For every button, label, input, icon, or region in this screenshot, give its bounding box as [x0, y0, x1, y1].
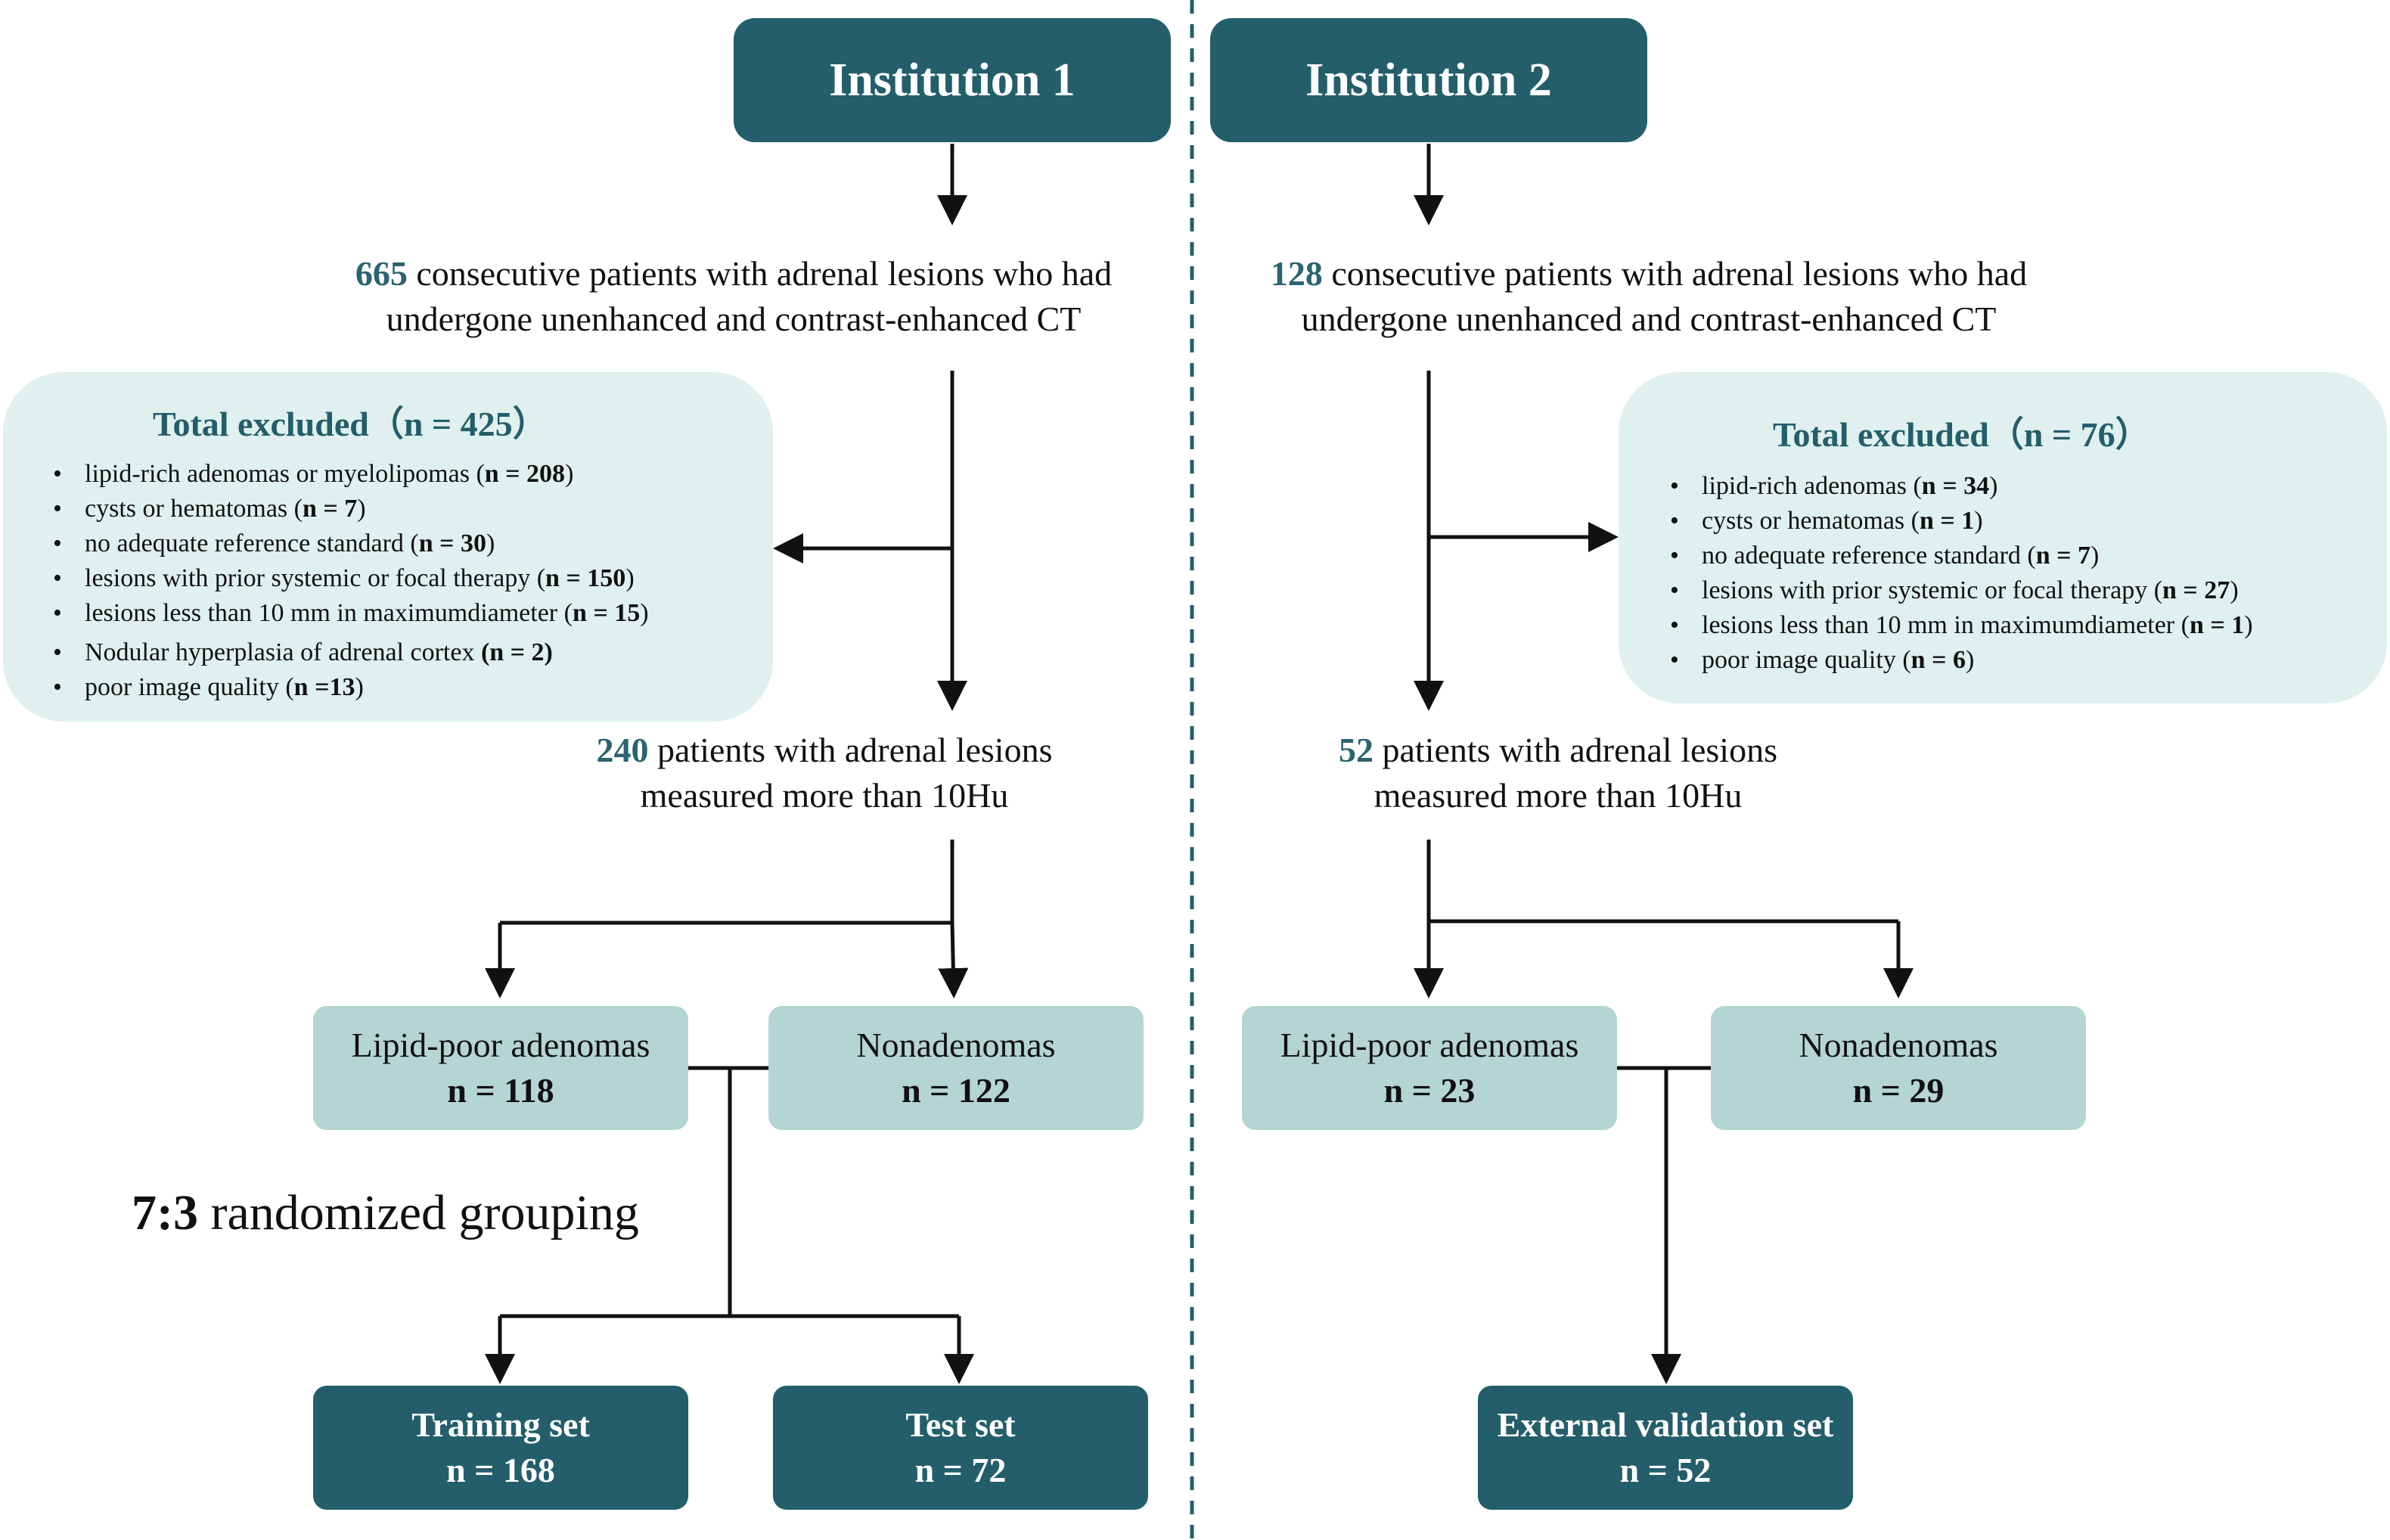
institution-2-nonadenomas-box: Nonadenomas n = 29	[1711, 1006, 2086, 1130]
training-set-n: n = 168	[446, 1451, 555, 1489]
grouping-ratio: 7:3	[132, 1185, 198, 1240]
excluded-item: no adequate reference standard (n = 7)	[1664, 539, 2253, 573]
institution-1-measured-line1: patients with adrenal lesions	[648, 731, 1053, 769]
institution-2-excluded-title: Total excluded（n = 76）	[1773, 415, 2150, 454]
training-set-label: Training set	[411, 1405, 590, 1444]
excluded-item: no adequate reference standard (n = 30)	[47, 526, 649, 561]
test-set-box: Test set n = 72	[773, 1386, 1148, 1510]
institution-1-measured-line2: measured more than 10Hu	[640, 776, 1009, 815]
external-validation-set-label: External validation set	[1497, 1405, 1834, 1444]
institution-2-consecutive-text: 128 consecutive patients with adrenal le…	[1203, 251, 2095, 342]
institution-1-nonadenomas-label: Nonadenomas	[856, 1026, 1056, 1064]
excluded-item: lesions less than 10 mm in maximumdiamet…	[47, 596, 649, 631]
excluded-item: cysts or hematomas (n = 7)	[47, 492, 649, 526]
institution-1-measured-text: 240 patients with adrenal lesions measur…	[424, 728, 1225, 818]
institution-2-measured-line1: patients with adrenal lesions	[1373, 731, 1778, 769]
training-set-box: Training set n = 168	[313, 1386, 688, 1510]
institution-1-nonadenomas-n: n = 122	[902, 1071, 1010, 1110]
institution-2-consecutive-count: 128	[1270, 254, 1323, 293]
institution-1-lipid-poor-n: n = 118	[447, 1071, 554, 1110]
test-set-n: n = 72	[914, 1451, 1007, 1489]
institution-2-lipid-poor-label: Lipid-poor adenomas	[1280, 1026, 1579, 1064]
institution-2-consecutive-line1: consecutive patients with adrenal lesion…	[1322, 254, 2028, 293]
external-validation-set-box: External validation set n = 52	[1478, 1386, 1853, 1510]
institution-1-excluded-title: Total excluded（n = 425）	[153, 405, 548, 443]
excluded-item: lesions with prior systemic or focal the…	[1664, 573, 2253, 608]
institution-2-lipid-poor-box: Lipid-poor adenomas n = 23	[1242, 1006, 1617, 1130]
institution-2-excluded-list: lipid-rich adenomas (n = 34) cysts or he…	[1664, 469, 2253, 678]
institution-1-excluded-box: Total excluded（n = 425） lipid-rich adeno…	[3, 372, 773, 722]
test-set-label: Test set	[905, 1405, 1016, 1444]
randomized-grouping-label: 7:3 randomized grouping	[132, 1184, 639, 1242]
excluded-item: lipid-rich adenomas or myelolipomas (n =…	[47, 457, 649, 492]
grouping-text: randomized grouping	[197, 1185, 639, 1240]
institution-1-excluded-list: lipid-rich adenomas or myelolipomas (n =…	[47, 457, 649, 705]
institution-1-consecutive-line1: consecutive patients with adrenal lesion…	[407, 254, 1113, 293]
institution-2-measured-text: 52 patients with adrenal lesions measure…	[1165, 728, 1951, 818]
excluded-item: poor image quality (n =13)	[47, 670, 649, 705]
institution-1-measured-count: 240	[596, 731, 649, 769]
external-validation-set-n: n = 52	[1619, 1451, 1712, 1489]
institution-2-title: Institution 2	[1305, 54, 1552, 106]
institution-1-consecutive-text: 665 consecutive patients with adrenal le…	[287, 251, 1180, 342]
excluded-item: poor image quality (n = 6)	[1664, 643, 2253, 678]
institution-1-lipid-poor-label: Lipid-poor adenomas	[351, 1026, 650, 1064]
institution-2-lipid-poor-n: n = 23	[1383, 1071, 1476, 1110]
excluded-item: lesions with prior systemic or focal the…	[47, 561, 649, 596]
institution-2-excluded-box: Total excluded（n = 76） lipid-rich adenom…	[1619, 372, 2387, 703]
institution-1-nonadenomas-box: Nonadenomas n = 122	[768, 1006, 1144, 1130]
institution-2-header: Institution 2	[1210, 18, 1647, 142]
institution-2-nonadenomas-label: Nonadenomas	[1799, 1026, 1998, 1064]
institution-1-title: Institution 1	[829, 54, 1076, 106]
institution-2-nonadenomas-n: n = 29	[1852, 1071, 1945, 1110]
institution-1-header: Institution 1	[734, 18, 1171, 142]
institution-1-lipid-poor-box: Lipid-poor adenomas n = 118	[313, 1006, 688, 1130]
arrow-inst1-to-nonadenomas	[938, 922, 969, 998]
excluded-item: cysts or hematomas (n = 1)	[1664, 504, 2253, 539]
institution-2-measured-line2: measured more than 10Hu	[1373, 776, 1743, 815]
institution-1-consecutive-line2: undergone unenhanced and contrast-enhanc…	[386, 300, 1082, 338]
excluded-item: lipid-rich adenomas (n = 34)	[1664, 469, 2253, 504]
institution-2-consecutive-line2: undergone unenhanced and contrast-enhanc…	[1301, 300, 1997, 338]
institution-2-measured-count: 52	[1339, 731, 1373, 769]
excluded-item: Nodular hyperplasia of adrenal cortex (n…	[47, 635, 649, 670]
institution-1-consecutive-count: 665	[355, 254, 408, 293]
excluded-item: lesions less than 10 mm in maximumdiamet…	[1664, 608, 2253, 643]
